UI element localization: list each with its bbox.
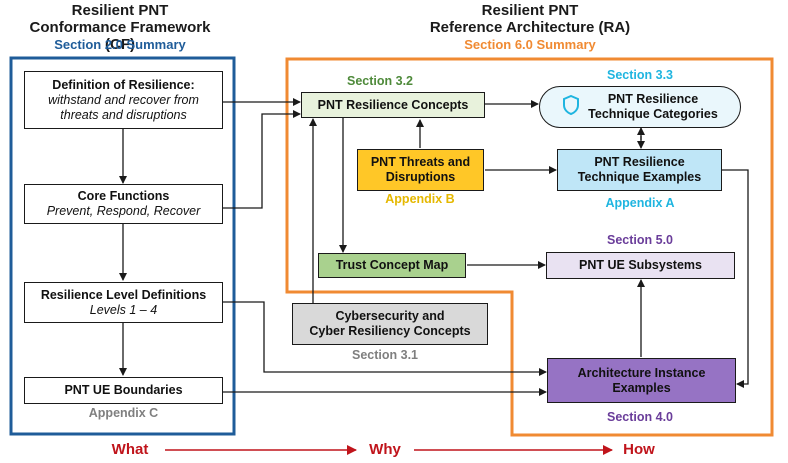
ra-title: Resilient PNT Reference Architecture (RA…	[420, 2, 640, 36]
cybersecurity-line2: Cyber Resiliency Concepts	[309, 324, 471, 338]
section-4-0-label: Section 4.0	[607, 410, 673, 424]
pnt-threats-box: PNT Threats and Disruptions	[357, 149, 484, 191]
section-3-3-label: Section 3.3	[607, 68, 673, 82]
pnt-resilience-concepts-box: PNT Resilience Concepts	[301, 92, 485, 118]
resilience-levels-title: Resilience Level Definitions	[40, 287, 207, 302]
definition-body: withstand and recover from threats and d…	[48, 92, 199, 122]
architecture-instance-line1: Architecture Instance	[577, 365, 706, 380]
pnt-threats-line2: Disruptions	[385, 170, 456, 184]
pnt-ue-subsystems-box: PNT UE Subsystems	[546, 252, 735, 279]
section-3-2-label: Section 3.2	[347, 74, 413, 88]
technique-categories-text: PNT Resilience Technique Categories	[588, 92, 718, 122]
section-5-0-label: Section 5.0	[607, 233, 673, 247]
cf-title: Resilient PNT Conformance Framework (CF)	[20, 2, 220, 53]
cf-title-line2: Conformance Framework (CF)	[29, 19, 211, 53]
core-functions-box: Core Functions Prevent, Respond, Recover	[24, 184, 223, 224]
pnt-resilience-concepts-text: PNT Resilience Concepts	[317, 97, 469, 112]
trust-concept-map-box: Trust Concept Map	[318, 253, 466, 278]
ra-summary-label: Section 6.0 Summary	[464, 37, 596, 52]
architecture-instance-box: Architecture Instance Examples	[547, 358, 736, 403]
appendix-b-label: Appendix B	[385, 192, 455, 206]
cf-summary-label: Section 2.0 Summary	[54, 37, 186, 52]
flow-what-label: What	[111, 441, 149, 458]
appendix-c-label: Appendix C	[88, 406, 159, 420]
flow-why-label: Why	[369, 441, 401, 458]
appendix-a-label: Appendix A	[605, 196, 675, 210]
shield-icon	[562, 94, 580, 119]
ra-title-line2: Reference Architecture (RA)	[429, 19, 631, 36]
core-functions-title: Core Functions	[77, 189, 170, 203]
cybersecurity-line1: Cybersecurity and	[335, 309, 445, 323]
pnt-ue-boundaries-title: PNT UE Boundaries	[64, 383, 183, 397]
pnt-ue-subsystems-text: PNT UE Subsystems	[579, 258, 702, 272]
definition-title: Definition of Resilience:	[52, 77, 195, 92]
core-functions-body: Prevent, Respond, Recover	[46, 204, 201, 218]
ra-title-line1: Resilient PNT	[481, 2, 579, 19]
trust-concept-map-text: Trust Concept Map	[335, 258, 449, 272]
definition-of-resilience-box: Definition of Resilience: withstand and …	[24, 71, 223, 129]
flow-how-label: How	[623, 441, 655, 458]
technique-examples-line2: Technique Examples	[577, 170, 702, 184]
cf-frame	[9, 56, 236, 436]
technique-examples-line1: PNT Resilience	[594, 155, 685, 169]
section-3-1-label: Section 3.1	[352, 348, 418, 362]
cybersecurity-concepts-box: Cybersecurity and Cyber Resiliency Conce…	[292, 303, 488, 345]
resilience-levels-box: Resilience Level Definitions Levels 1 – …	[24, 282, 223, 323]
pnt-ue-boundaries-box: PNT UE Boundaries	[24, 377, 223, 404]
pnt-threats-line1: PNT Threats and	[370, 155, 471, 169]
technique-examples-box: PNT Resilience Technique Examples	[557, 149, 722, 191]
technique-categories-line1: PNT Resilience	[607, 92, 699, 106]
technique-categories-line2: Technique Categories	[588, 107, 718, 121]
ra-frame	[285, 57, 774, 437]
cf-title-line1: Resilient PNT	[71, 2, 169, 19]
architecture-instance-line2: Examples	[612, 380, 671, 395]
technique-categories-box: PNT Resilience Technique Categories	[539, 86, 741, 128]
resilience-levels-body: Levels 1 – 4	[89, 302, 158, 317]
